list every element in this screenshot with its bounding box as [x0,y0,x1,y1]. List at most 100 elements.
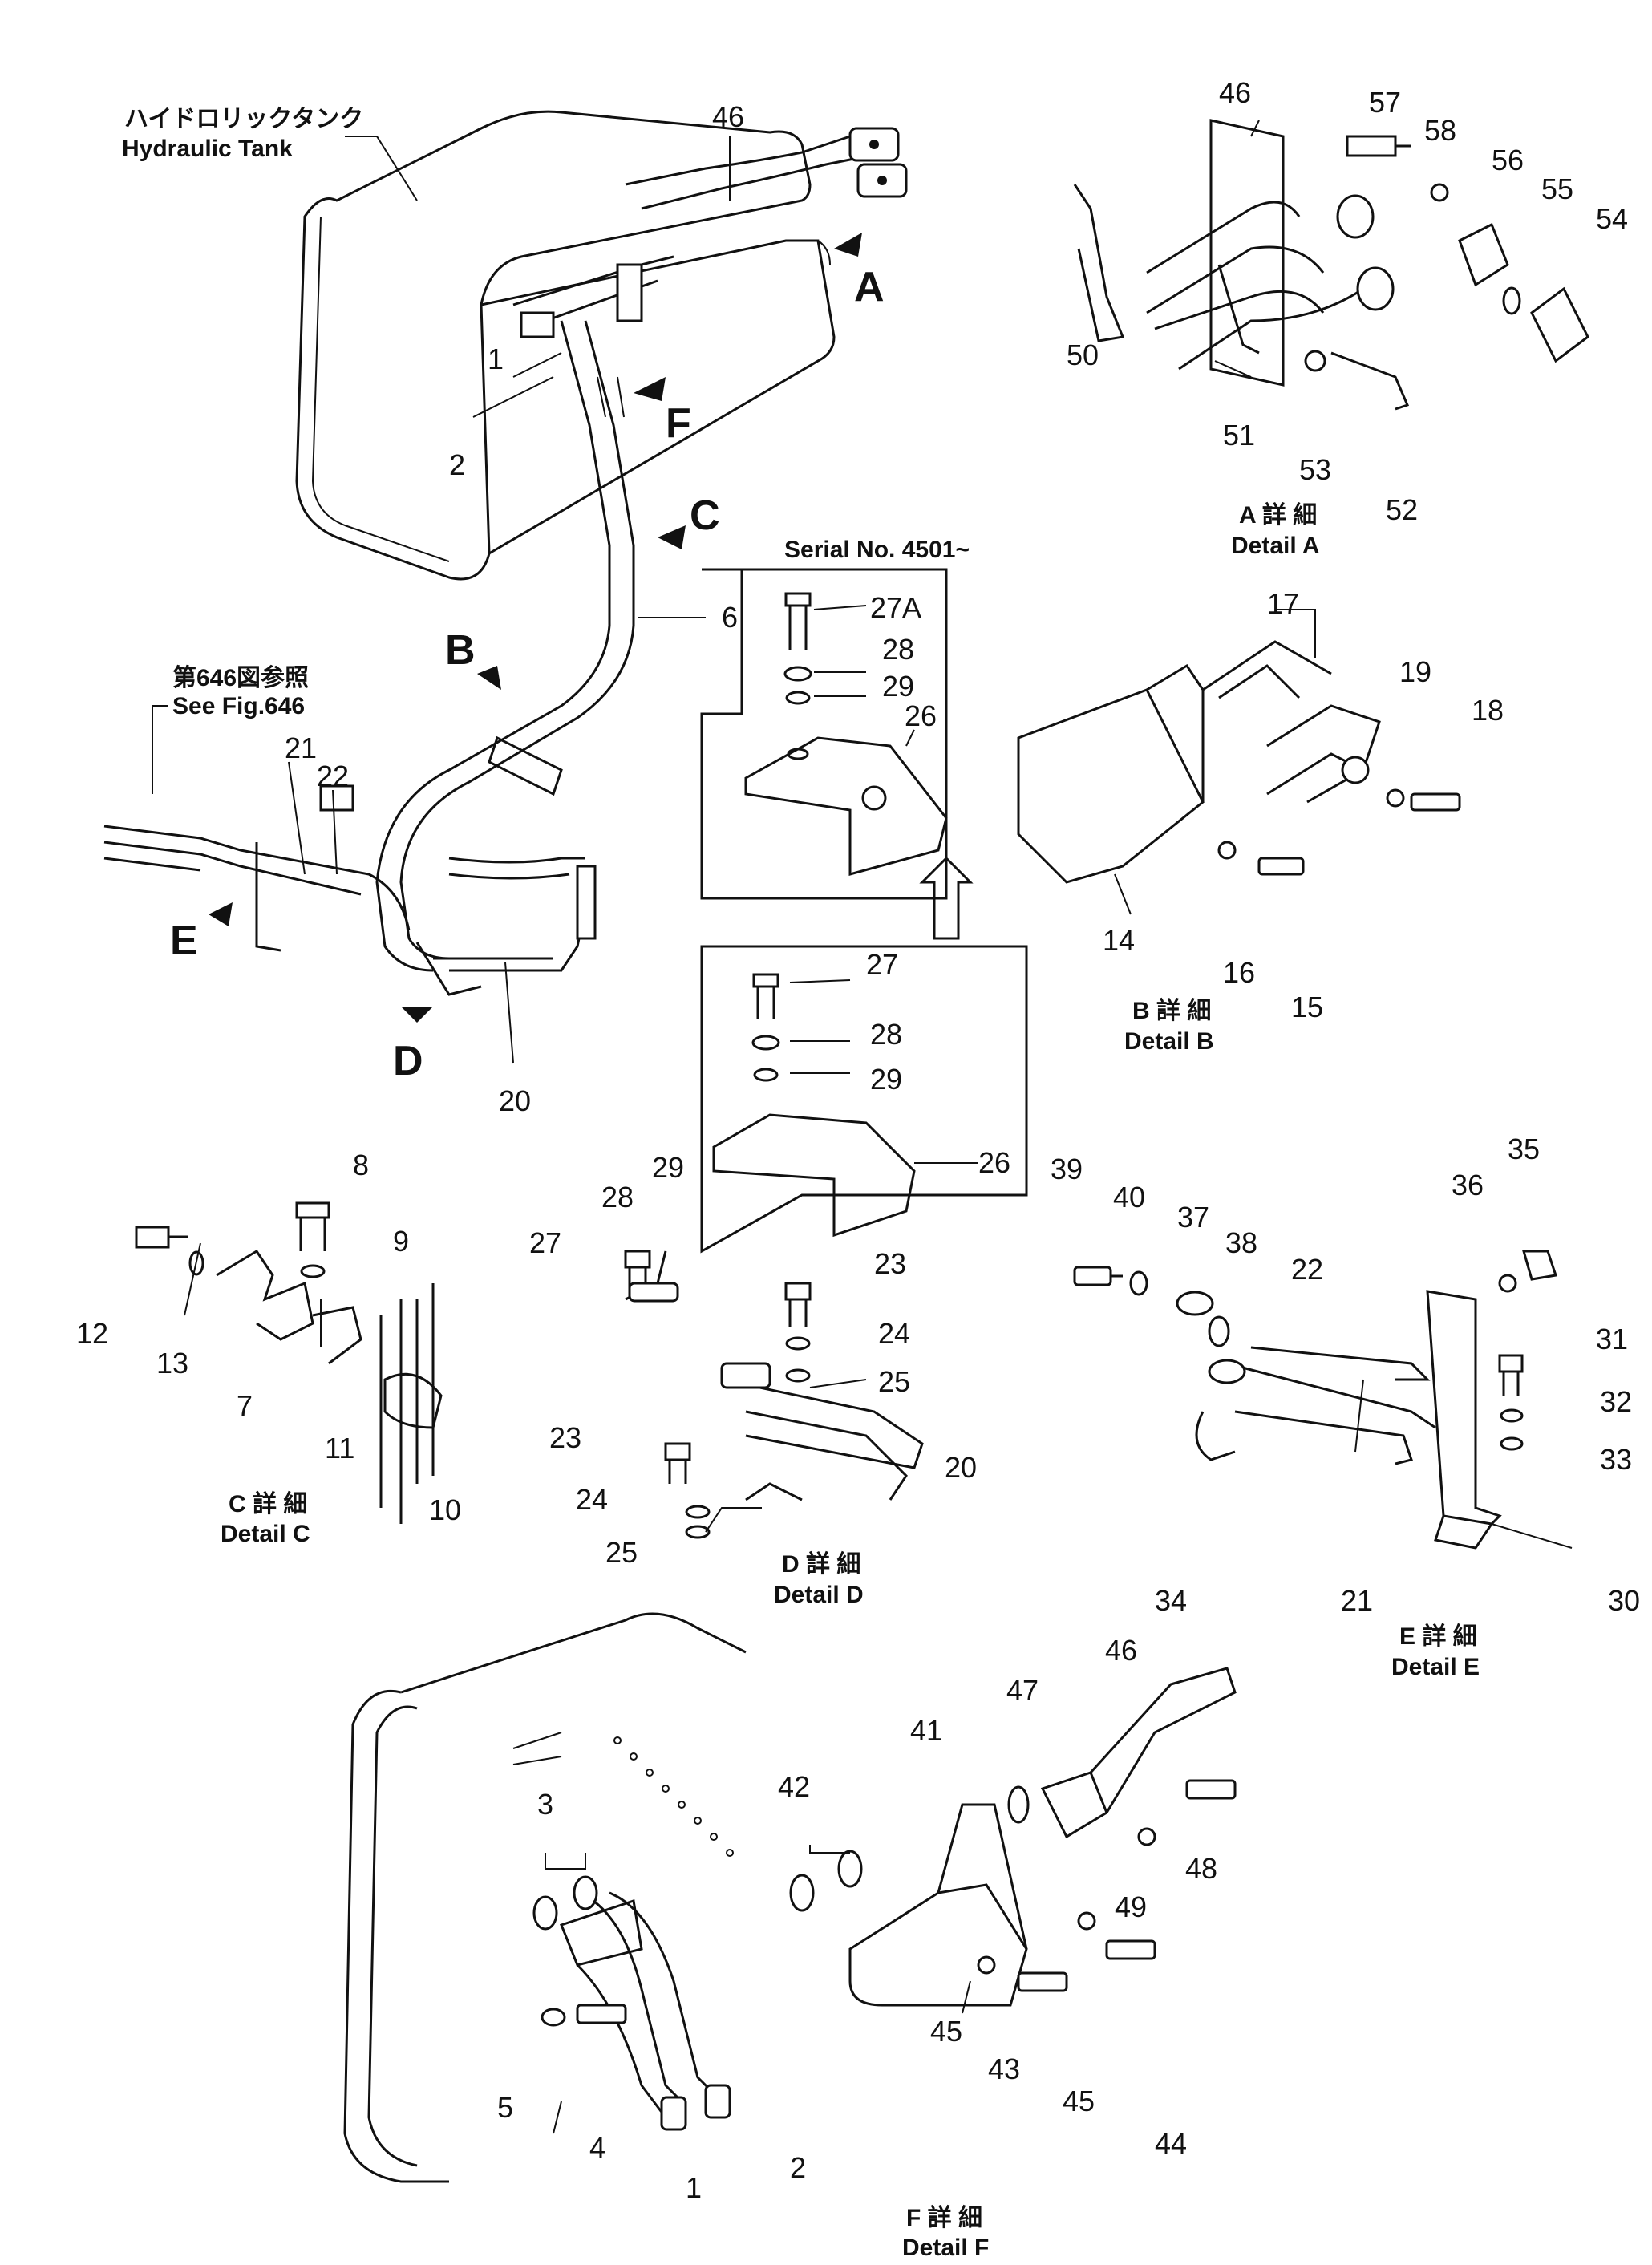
part-number: 41 [910,1714,942,1747]
detail-d-jp: D 詳 細 [782,1550,860,1578]
part-number: 44 [1155,2127,1187,2160]
part-number: 9 [393,1225,409,1258]
part-number: 28 [882,633,914,666]
part-number: 2 [790,2151,806,2184]
detail-captions: A 詳 細 Detail A B 詳 細 Detail B C 詳 細 Deta… [221,501,1480,2261]
captions: ハイドロリックタンク Hydraulic Tank 第646図参照 See Fi… [122,106,970,719]
part-number: 20 [945,1451,977,1484]
part-number: 52 [1386,493,1418,526]
part-number: 22 [1291,1253,1323,1286]
part-number: 7 [237,1389,253,1422]
part-number: 2 [449,448,465,481]
part-number: 16 [1223,956,1255,989]
see-fig-en: See Fig.646 [172,693,305,719]
part-number: 29 [870,1063,902,1096]
part-number: 27 [529,1226,561,1259]
part-number: 34 [1155,1584,1187,1617]
view-arrows [209,233,862,1023]
tank-label-jp: ハイドロリックタンク [124,106,363,132]
part-number: 53 [1299,453,1331,486]
arrow-c-icon [658,525,686,549]
arrow-b-icon [477,666,501,690]
part-number: 3 [537,1788,553,1821]
detail-f-drawing [343,1612,1237,2183]
detail-f-numbers: 46 47 41 42 3 48 49 5 4 45 43 45 44 1 2 [497,1634,1217,2204]
lower-box-numbers: 27 28 29 26 [866,948,1010,1179]
arrow-f-icon [634,377,666,401]
view-letter-labels: A F C B E D [170,264,885,1084]
main-leaders [152,136,731,1064]
detail-d-en: Detail D [774,1582,864,1608]
part-number: 51 [1223,419,1255,452]
part-number: 50 [1067,338,1099,371]
part-number: 26 [978,1146,1010,1179]
part-number: 29 [652,1151,684,1184]
detail-b-drawing [1017,609,1461,915]
detail-f-jp: F 詳 細 [906,2204,982,2231]
part-number: 25 [605,1536,638,1569]
main-part-numbers: 46 1 2 6 21 22 20 [285,100,744,1117]
detail-a-numbers: 46 57 58 56 55 54 50 51 53 52 [1067,76,1628,526]
lower-box [700,945,1028,1254]
hydraulic-tank [295,110,836,581]
part-number: 42 [778,1770,810,1803]
part-number: 10 [429,1493,461,1526]
arrow-e-icon [209,902,233,926]
up-arrow-icon [919,856,974,940]
part-number: 28 [870,1018,902,1051]
part-number: 43 [988,2052,1020,2085]
view-letter-c: C [690,492,720,539]
part-number: 4 [589,2131,605,2164]
part-number: 26 [905,699,937,732]
view-letter-e: E [170,918,198,964]
detail-e-numbers: 39 40 37 38 22 36 35 31 32 33 34 21 30 [1051,1132,1640,1617]
part-number: 45 [1063,2085,1095,2117]
detail-b-jp: B 詳 細 [1132,997,1211,1024]
detail-a-en: Detail A [1231,533,1320,559]
part-number: 29 [882,670,914,703]
view-letter-f: F [666,400,691,447]
detail-c-drawing [135,1201,443,1524]
part-number: 49 [1115,1890,1147,1923]
see-fig-jp: 第646図参照 [172,664,309,691]
part-number: 21 [285,731,317,764]
serial-number: Serial No. 4501~ [784,537,970,563]
part-number: 19 [1399,655,1431,688]
part-number: 28 [601,1181,634,1214]
part-number: 27A [870,591,921,624]
serial-box-numbers: 27A 28 29 26 [870,591,937,732]
part-number: 6 [722,601,738,634]
part-number: 5 [497,2091,513,2124]
view-letter-b: B [445,627,476,674]
part-number: 18 [1472,694,1504,727]
part-number: 47 [1006,1674,1039,1707]
serial-box [700,568,948,900]
part-number: 54 [1596,202,1628,235]
part-number: 21 [1341,1584,1373,1617]
part-number: 40 [1113,1181,1145,1214]
detail-a-jp: A 詳 細 [1239,501,1317,529]
part-number: 32 [1600,1385,1632,1418]
part-number: 8 [353,1149,369,1181]
part-number: 23 [549,1421,581,1454]
part-number: 33 [1600,1443,1632,1476]
part-number: 11 [325,1432,354,1465]
detail-c-jp: C 詳 細 [229,1490,307,1517]
hose-assembly-main [103,127,908,996]
part-number: 46 [1219,76,1251,109]
part-number: 25 [878,1365,910,1398]
part-number: 46 [1105,1634,1137,1667]
view-letter-d: D [393,1038,423,1084]
part-number: 55 [1541,172,1573,205]
part-number: 24 [878,1317,910,1350]
part-number: 1 [686,2171,702,2204]
part-number: 24 [576,1483,608,1516]
part-number: 38 [1225,1226,1257,1259]
part-number: 58 [1424,114,1456,147]
part-number: 45 [930,2015,962,2048]
detail-e-drawing [1073,1250,1573,1550]
part-number: 22 [317,760,349,792]
detail-e-en: Detail E [1391,1654,1480,1680]
detail-b-numbers: 17 19 18 14 16 15 [1103,587,1504,1023]
